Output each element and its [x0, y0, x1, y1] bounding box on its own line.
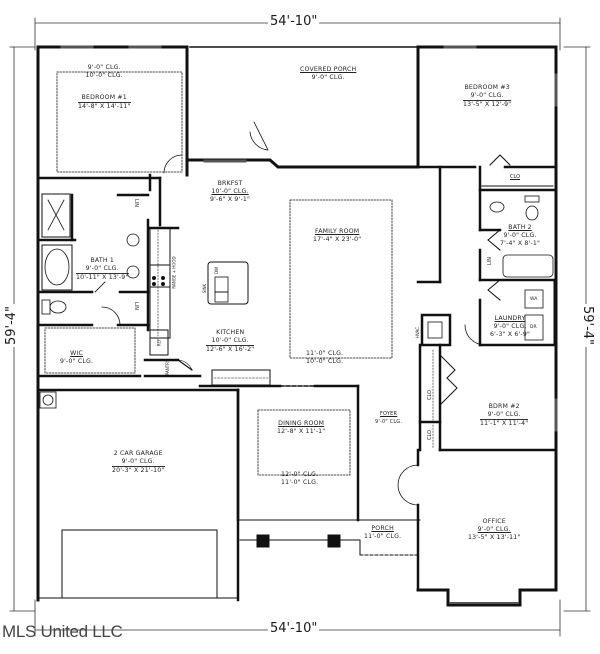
garage-walls	[36, 388, 240, 602]
bath1-label: BATH 1 9'-0" CLG. 10'-11" X 13'-9"	[76, 257, 129, 281]
kitchen-counters	[149, 227, 171, 356]
bedroom1-label: 9'-0" CLG. 10'-0" CLG. BEDROOM #1 14'-8"…	[78, 64, 131, 110]
wic-label: WIC 9'-0" CLG.	[60, 350, 94, 365]
kitchen-label: KITCHEN 10'-0" CLG. 12'-6" X 16'-2"	[206, 329, 255, 353]
overall-width-top: 54'-10"	[268, 14, 320, 29]
bedroom3-label: BEDROOM #3 9'-0" CLG. 13'-5" X 12'-9"	[463, 84, 512, 108]
garage-label: 2 CAR GARAGE 9'-0" CLG. 20'-3" X 21'-10"	[112, 450, 165, 474]
dining-room-label: DINING ROOM 12'-8" X 11'-1"	[277, 420, 326, 435]
bedroom1-walls	[36, 176, 162, 227]
front-porch	[239, 519, 421, 556]
washer-label: WA	[530, 297, 538, 302]
mls-watermark: MLS United LLC	[2, 622, 123, 641]
bath1-walls	[36, 193, 150, 378]
overall-depth-left: 59'-4"	[4, 303, 20, 348]
lin-label-bath2: LIN	[487, 256, 494, 266]
covered-porch-label: COVERED PORCH 9'-0" CLG.	[300, 66, 357, 81]
sink-label: SINK	[202, 283, 208, 294]
clo-label-bath2: CLO	[510, 174, 521, 180]
ref-label: REF	[156, 338, 162, 347]
bath2-label: BATH 2 9'-0" CLG. 7'-4" X 8'-1"	[500, 224, 541, 247]
clo-label-hall-lower: CLO	[427, 429, 434, 441]
dw-label: DW	[214, 266, 220, 275]
windows	[60, 45, 558, 432]
foyer-label: FOYER 9'-0" CLG.	[375, 411, 403, 425]
porch-label: PORCH 11'-0" CLG.	[364, 525, 402, 540]
overall-depth-right: 59'-4"	[580, 303, 596, 348]
range-hood-label: RANGE + HOOD	[171, 256, 177, 289]
laundry-label: LAUNDRY 9'-0" CLG. 6'-3" X 6'-9"	[490, 315, 531, 338]
office-label: OFFICE 9'-0" CLG. 13'-5" X 13'-11"	[468, 518, 521, 541]
bath2-walls	[416, 165, 558, 347]
lin-label-lower: LIN	[133, 301, 140, 311]
family-room-label: FAMILY ROOM 17'-4" X 23'-0"	[313, 228, 362, 243]
hall-closets	[418, 313, 558, 452]
bdrm2-label: BDRM #2 9'-0" CLG. 11'-1" X 11'-4"	[480, 403, 529, 427]
hvac-label: HVAC	[414, 327, 420, 338]
family-room-ceilings: 11'-0" CLG. 10'-0" CLG.	[306, 350, 344, 365]
dining-room-ceilings: 12'-0" CLG. 11'-0" CLG.	[281, 471, 319, 486]
overall-width-bottom: 54'-10"	[268, 621, 320, 636]
dryer-label: DR	[530, 325, 537, 330]
office-walls	[416, 588, 558, 607]
pantry-label: PANTRY	[165, 359, 171, 376]
brkfst-label: BRKFST 10'-0" CLG. 9'-6" X 9'-1"	[210, 180, 251, 203]
lin-label-upper: LIN	[133, 198, 140, 208]
clo-label-hall-upper: CLO	[427, 389, 434, 401]
